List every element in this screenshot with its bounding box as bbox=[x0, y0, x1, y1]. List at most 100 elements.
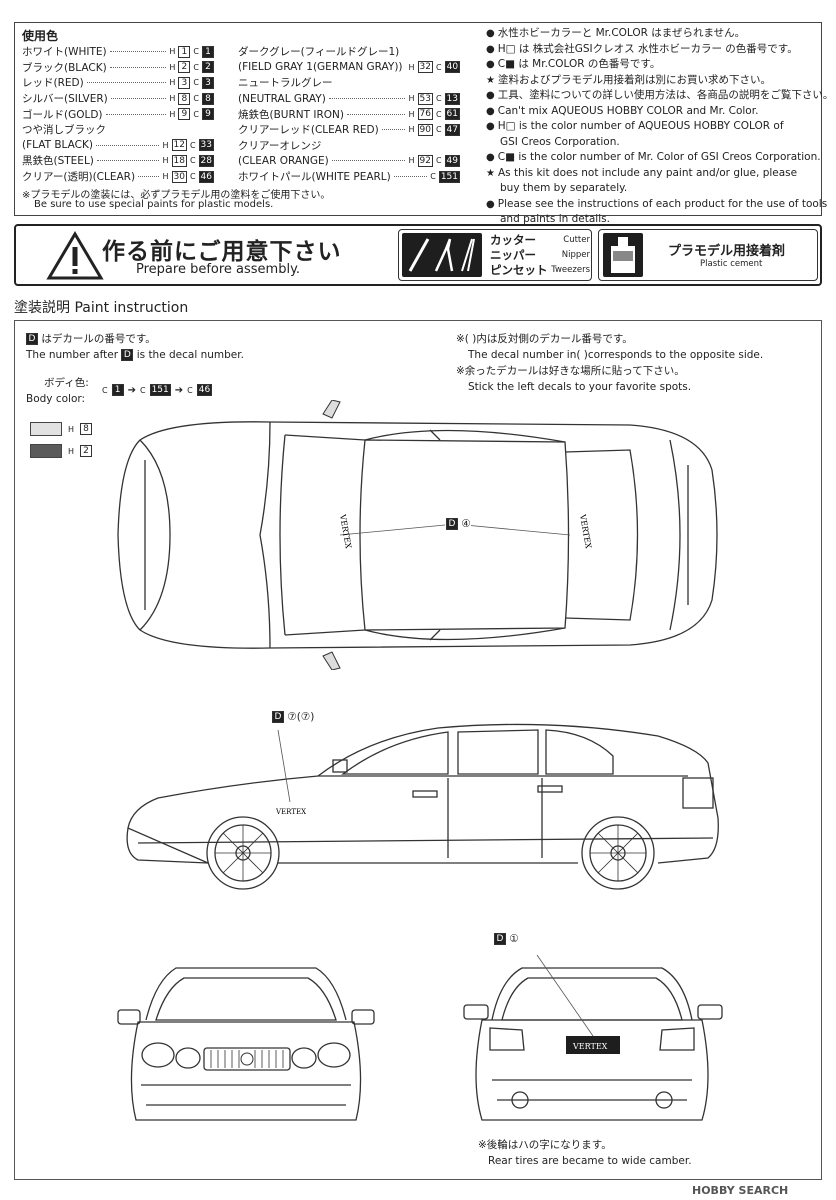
side-decal: VERTEX bbox=[275, 808, 306, 816]
body-color-jp: ボディ色: bbox=[44, 377, 89, 389]
decal-letter-box-2: D bbox=[121, 349, 134, 361]
rear-decal-d: D bbox=[494, 933, 506, 945]
c-prefix: C bbox=[430, 172, 436, 182]
swatch-code: 2 bbox=[80, 445, 93, 457]
h-prefix: H bbox=[162, 140, 169, 150]
car-side-view: VERTEX bbox=[126, 723, 719, 890]
cement-bottle-icon bbox=[603, 233, 643, 277]
top-decal-d: D bbox=[446, 518, 458, 530]
h-code: 53 bbox=[417, 92, 433, 105]
note-line: ●Can't mix AQUEOUS HOBBY COLOR and Mr. C… bbox=[486, 104, 816, 120]
arrow-icon: ➔ bbox=[174, 384, 184, 396]
prepare-title-jp: 作る前にご用意下さい bbox=[102, 239, 342, 265]
prepare-banner bbox=[14, 224, 822, 286]
top-decal-number: ④ bbox=[461, 518, 471, 530]
paint-heading: 塗装説明 Paint instruction bbox=[14, 300, 189, 316]
h-prefix: H bbox=[169, 62, 176, 72]
h-prefix: H bbox=[169, 109, 176, 119]
car-front-view bbox=[117, 967, 375, 1121]
cement-label-jp: プラモデル用接着剤 bbox=[668, 244, 786, 259]
top-decal-right: VERTEX bbox=[578, 513, 593, 550]
colors-title: 使用色 bbox=[22, 29, 59, 43]
color-row: ニュートラルグレー bbox=[238, 75, 460, 91]
note-line: ●工具、塗料についての詳しい使用方法は、各商品の説明をご覧下さい。 bbox=[486, 88, 833, 104]
note-line: ★塗料およびプラモデル用接着剤は別にお買い求め下さい。 bbox=[486, 73, 816, 89]
opposite-en: The decal number in( )corresponds to the… bbox=[468, 349, 764, 361]
color-name: ホワイトパール(WHITE PEARL) bbox=[238, 171, 391, 184]
color-name: シルバー(SILVER) bbox=[22, 93, 108, 106]
note-text: GSI Creos Corporation. bbox=[500, 135, 620, 148]
note-bullet: ● bbox=[486, 121, 495, 132]
c-code: 8 bbox=[202, 92, 214, 105]
swatch-code: 8 bbox=[80, 423, 93, 435]
color-row: ダークグレー(フィールドグレー1) bbox=[238, 44, 460, 60]
swatch bbox=[30, 444, 62, 458]
c-code: 47 bbox=[444, 123, 460, 136]
c-code: 151 bbox=[438, 170, 460, 183]
h-code: 92 bbox=[417, 154, 433, 167]
color-name: つや消しブラック bbox=[22, 124, 106, 137]
car-rear-view: VERTEX bbox=[463, 954, 723, 1121]
c-prefix: C bbox=[435, 125, 442, 135]
color-name: (CLEAR ORANGE) bbox=[238, 154, 329, 167]
color-list-right: ダークグレー(フィールドグレー1)(FIELD GRAY 1(GERMAN GR… bbox=[238, 44, 461, 185]
rear-decal-label: D ① bbox=[494, 932, 519, 948]
tool-jp: カッター bbox=[490, 232, 536, 247]
c-code: 61 bbox=[444, 108, 460, 121]
color-dots bbox=[347, 113, 406, 115]
color-name: (FIELD GRAY 1(GERMAN GRAY)) bbox=[238, 61, 403, 74]
note-text: and paints in details. bbox=[500, 213, 610, 225]
swatch bbox=[30, 422, 62, 436]
h-prefix: H bbox=[408, 156, 415, 166]
color-name: (NEUTRAL GRAY) bbox=[238, 92, 326, 105]
color-name: ダークグレー(フィールドグレー1) bbox=[238, 46, 400, 59]
car-top-view: VERTEX VERTEX bbox=[117, 400, 718, 670]
color-name: クリアーレッド(CLEAR RED) bbox=[238, 124, 379, 137]
note-text: C■ は Mr.COLOR の色番号です。 bbox=[497, 58, 661, 70]
body-code: 151 bbox=[149, 384, 171, 396]
note-line: and paints in details. bbox=[486, 212, 816, 228]
colors-footer-en: Be sure to use special paints for plasti… bbox=[34, 199, 274, 210]
top-decal-label: D ④ bbox=[446, 517, 471, 533]
c-code: 3 bbox=[202, 76, 214, 89]
rear-decal: VERTEX bbox=[572, 1042, 608, 1051]
note-line: ●C■ は Mr.COLOR の色番号です。 bbox=[486, 57, 816, 73]
color-name: (FLAT BLACK) bbox=[22, 139, 93, 152]
side-decal-number: ⑦(⑦) bbox=[287, 711, 315, 723]
color-dots bbox=[110, 98, 167, 100]
color-name: 黒鉄色(STEEL) bbox=[22, 155, 94, 168]
color-name: ニュートラルグレー bbox=[238, 77, 333, 90]
watermark: HOBBY SEARCH bbox=[692, 1184, 789, 1197]
note-bullet: ● bbox=[486, 28, 495, 39]
c-prefix: C bbox=[193, 62, 199, 72]
top-decal-left: VERTEX bbox=[338, 513, 353, 550]
color-dots bbox=[328, 98, 406, 100]
color-name: クリアーオレンジ bbox=[238, 139, 322, 152]
tools-icon bbox=[402, 233, 482, 277]
note-bullet: ● bbox=[486, 59, 495, 70]
cement-label-en: Plastic cement bbox=[700, 259, 763, 269]
h-code: 30 bbox=[171, 170, 187, 183]
note-bullet: ● bbox=[486, 90, 495, 101]
